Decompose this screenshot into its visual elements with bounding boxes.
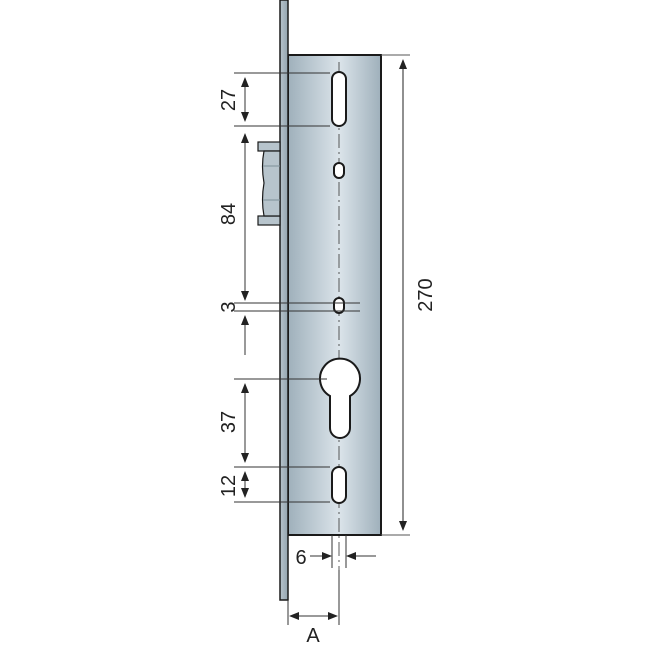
top-slot bbox=[331, 71, 347, 127]
lock-body bbox=[287, 54, 382, 536]
dim-label-84: 84 bbox=[218, 203, 240, 225]
lower-hole bbox=[333, 297, 345, 314]
bottom-slot bbox=[331, 466, 347, 504]
euro-cylinder-cutout bbox=[319, 357, 361, 439]
dim-label-12: 12 bbox=[218, 475, 240, 497]
dim-A bbox=[287, 570, 340, 625]
dim-label-37: 37 bbox=[218, 411, 240, 433]
dim-37 bbox=[234, 378, 330, 468]
dim-label-270: 270 bbox=[415, 278, 437, 311]
dim-label-3: 3 bbox=[218, 301, 240, 312]
dim-label-6: 6 bbox=[295, 547, 306, 569]
dim-label-A: A bbox=[306, 625, 320, 647]
dim-label-27: 27 bbox=[218, 89, 240, 111]
dim-270 bbox=[381, 54, 410, 536]
dim-27 bbox=[234, 72, 330, 127]
faceplate bbox=[279, 0, 289, 601]
dim-3 bbox=[234, 302, 360, 355]
upper-hole bbox=[333, 162, 345, 179]
dim-12 bbox=[234, 471, 330, 503]
dim-6 bbox=[310, 535, 376, 568]
latch-bolt bbox=[257, 141, 281, 226]
